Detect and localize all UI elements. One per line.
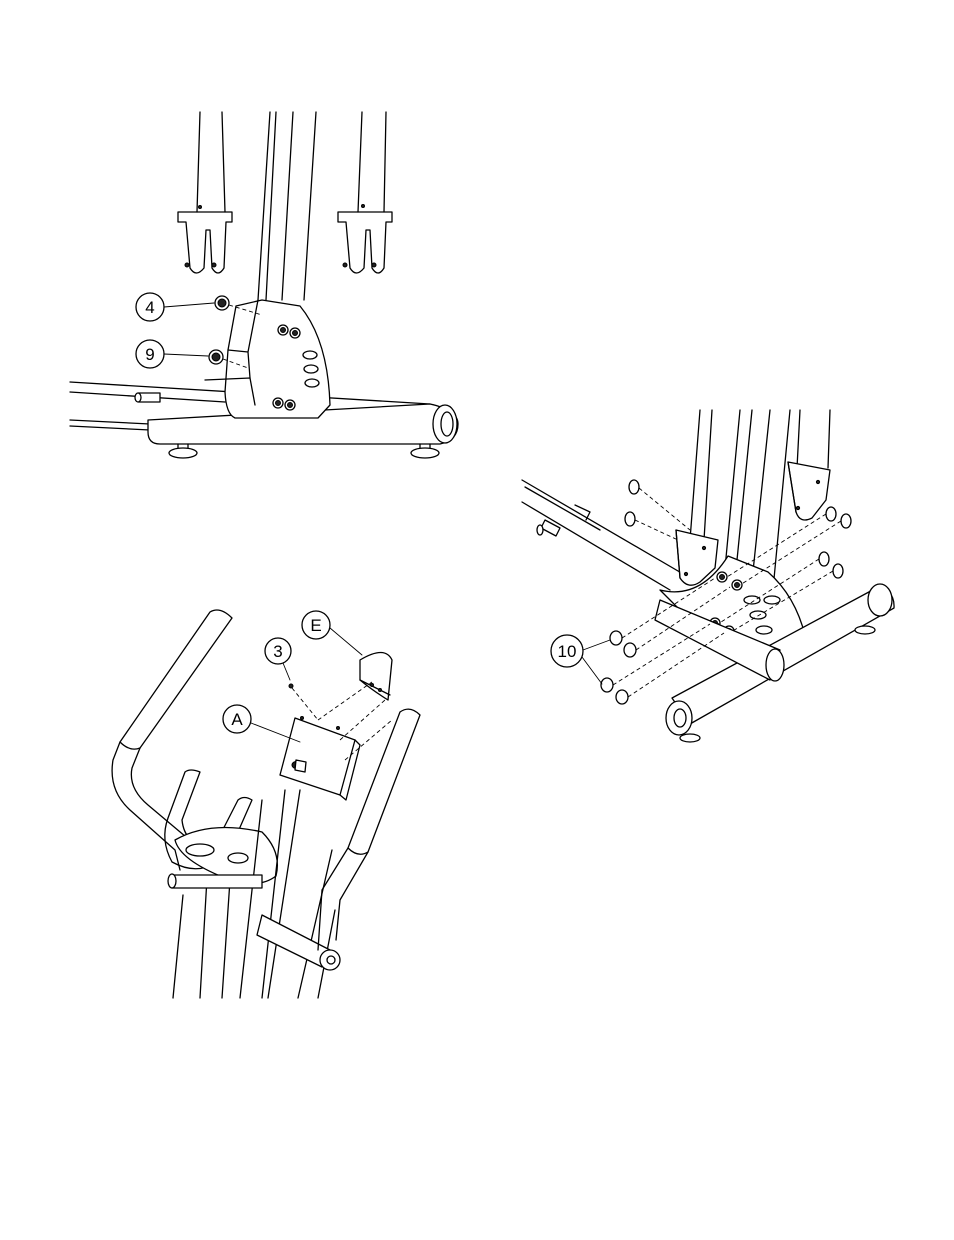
callout-4: 4 xyxy=(136,293,214,321)
callout-a: A xyxy=(223,705,300,742)
frame-drawing xyxy=(112,610,420,998)
figure-console-mount: E 3 A xyxy=(112,610,420,998)
callout-label: 3 xyxy=(273,642,282,661)
figure-base-bracket: 4 9 xyxy=(70,112,458,458)
callout-10: 10 xyxy=(551,635,610,684)
callout-label: 4 xyxy=(145,298,154,317)
callout-label: 9 xyxy=(145,345,154,364)
callout-9: 9 xyxy=(136,340,208,368)
frame-drawing xyxy=(70,112,458,458)
callout-label: 10 xyxy=(558,642,577,661)
callout-label: A xyxy=(231,710,243,729)
callout-e: E xyxy=(302,611,362,655)
frame-drawing xyxy=(522,410,894,742)
callout-3: 3 xyxy=(265,638,291,680)
figure-rear-stabilizer: 10 xyxy=(522,410,894,742)
callout-label: E xyxy=(310,616,321,635)
